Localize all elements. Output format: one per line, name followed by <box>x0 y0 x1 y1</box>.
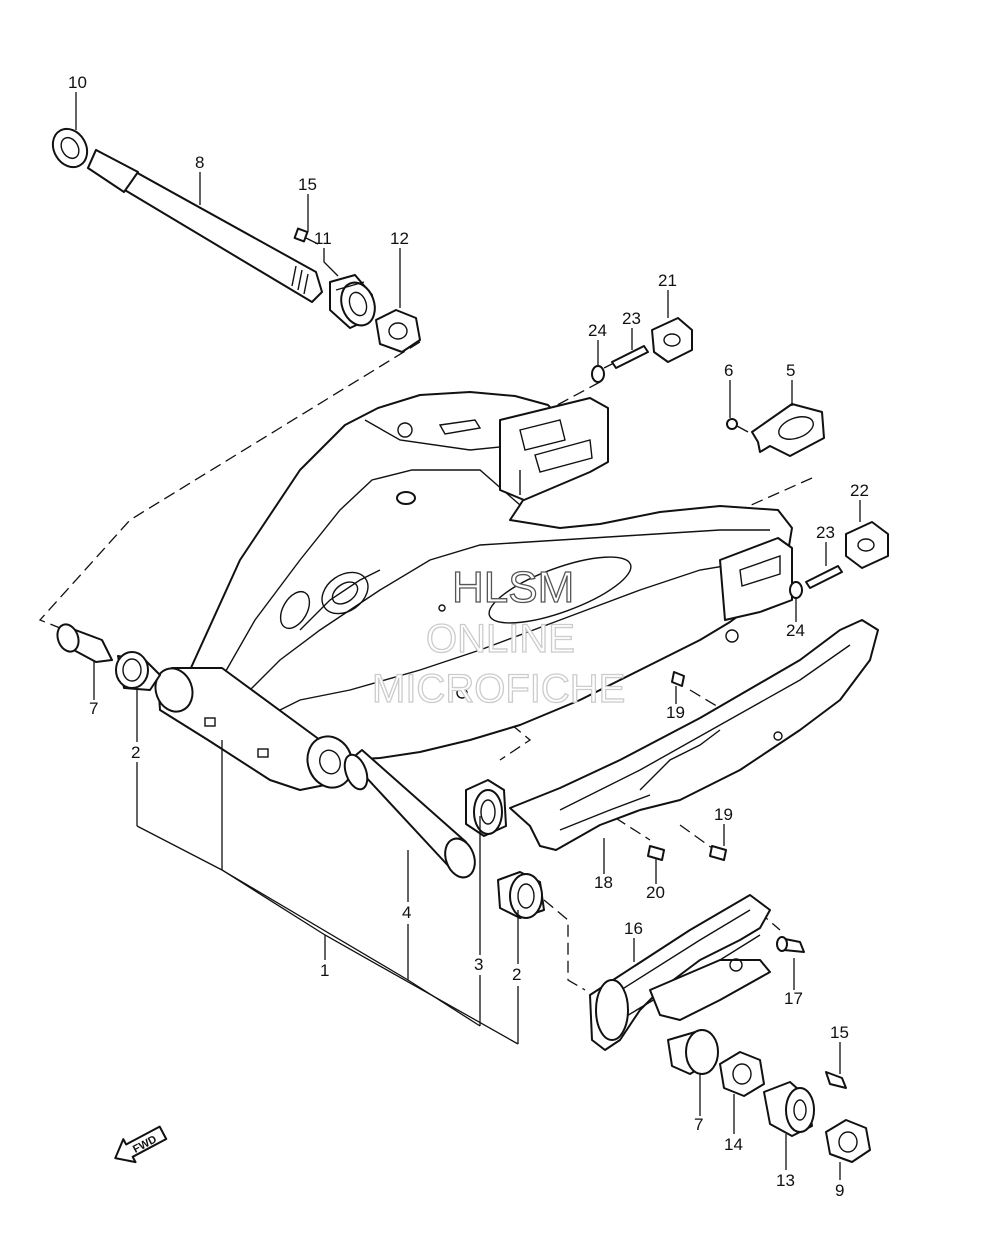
callout-16: 16 <box>624 919 643 938</box>
callout-labels: 10 8 15 11 12 21 23 24 6 5 22 23 24 19 1… <box>68 73 869 1200</box>
callout-15: 15 <box>298 175 317 194</box>
bolt-15-lower <box>825 1071 847 1089</box>
callout-12: 12 <box>390 229 409 248</box>
bolt-23-top <box>603 345 649 369</box>
callout-17: 17 <box>784 989 803 1008</box>
callout-10: 10 <box>68 73 87 92</box>
pivot-adjuster <box>329 274 376 329</box>
callout-22: 22 <box>850 481 869 500</box>
washer-24-top <box>591 365 605 383</box>
spacer-4 <box>343 749 476 879</box>
callout-24: 24 <box>588 321 607 340</box>
lock-nut <box>375 309 421 353</box>
adjuster-block-upper <box>499 397 609 501</box>
callout-7b: 7 <box>694 1115 703 1134</box>
screw-19-upper <box>671 671 685 687</box>
callout-2: 2 <box>131 743 140 762</box>
callout-9: 9 <box>835 1181 844 1200</box>
callout-2b: 2 <box>512 965 521 984</box>
bearing-2-lower <box>497 871 545 919</box>
watermark: HLSM ONLINE MICROFICHE <box>371 562 626 711</box>
callout-23b: 23 <box>816 523 835 542</box>
callout-3: 3 <box>474 955 483 974</box>
callout-18: 18 <box>594 873 613 892</box>
pivot-shaft <box>51 127 323 303</box>
bearing-2-left <box>115 651 161 691</box>
adjuster-block-lower <box>719 537 793 621</box>
callout-19b: 19 <box>714 805 733 824</box>
washer-24-right <box>789 581 803 599</box>
adjuster-plate-21 <box>651 317 693 363</box>
callout-5: 5 <box>786 361 795 380</box>
bearing-3 <box>465 779 507 837</box>
screw-20 <box>647 845 665 861</box>
callout-6: 6 <box>724 361 733 380</box>
screw-19-lower <box>709 845 727 861</box>
bracket-5 <box>726 403 825 457</box>
watermark-line-2: ONLINE <box>426 617 575 661</box>
callout-24b: 24 <box>786 621 805 640</box>
adjuster-13 <box>763 1081 815 1137</box>
bolt-15-top <box>293 227 319 245</box>
callout-19: 19 <box>666 703 685 722</box>
fwd-label: FWD <box>131 1133 159 1155</box>
nut-14 <box>719 1051 765 1097</box>
adjuster-plate-22 <box>845 521 889 569</box>
callout-15b: 15 <box>830 1023 849 1042</box>
callout-23: 23 <box>622 309 641 328</box>
watermark-line-1: HLSM <box>452 563 574 612</box>
callout-13: 13 <box>776 1171 795 1190</box>
callout-21: 21 <box>658 271 677 290</box>
bolt-17 <box>776 936 805 953</box>
leader-lines <box>75 92 861 1180</box>
callout-1: 1 <box>320 961 329 980</box>
callout-7: 7 <box>89 699 98 718</box>
callout-14: 14 <box>724 1135 743 1154</box>
fwd-arrow-icon: FWD <box>114 1125 168 1164</box>
chain-slider <box>589 894 771 1051</box>
callout-4: 4 <box>402 903 411 922</box>
chain-guard-upper <box>509 619 879 851</box>
nut-9 <box>825 1119 871 1163</box>
bolt-23-right <box>805 565 843 589</box>
callout-8: 8 <box>195 153 204 172</box>
callout-20: 20 <box>646 883 665 902</box>
bushing-7-left <box>56 623 113 663</box>
bushing-7-lower <box>667 1029 719 1075</box>
swingarm <box>189 391 793 761</box>
watermark-line-3: MICROFICHE <box>372 667 625 711</box>
callout-11: 11 <box>314 229 332 248</box>
